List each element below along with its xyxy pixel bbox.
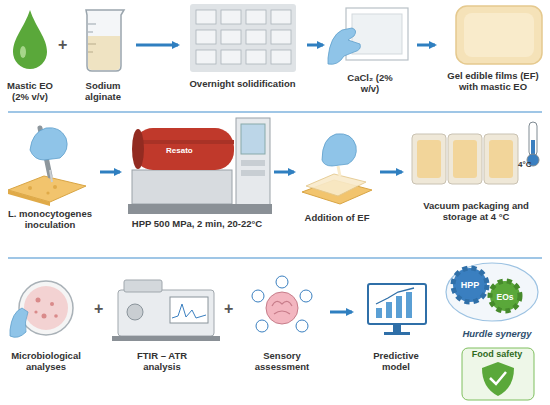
step-caption: Microbiological analyses — [2, 350, 90, 372]
step-node: Gel edible films (EF) with mastic EO — [437, 4, 549, 104]
gloved-tray — [328, 8, 408, 64]
step-node: HPP EOsHurdle synergy — [446, 262, 548, 346]
step-caption: Gel edible films (EF) with mastic EO — [437, 70, 549, 92]
sensory-icon — [252, 276, 312, 332]
step-node: Mastic EO (2% v/v) — [0, 8, 60, 108]
edible-film — [456, 6, 542, 64]
flow-arrow — [307, 44, 323, 47]
step-caption: Addition of EF — [292, 212, 382, 223]
plain-label: 4°C — [518, 160, 531, 169]
step-node: Predictive model — [354, 265, 438, 385]
flow-arrow — [274, 171, 294, 174]
drop-highlight — [20, 46, 26, 58]
plain-label: Resato — [166, 146, 193, 155]
flow-arrow — [100, 171, 120, 174]
pipette-inoculation — [8, 128, 86, 206]
step-caption: L. monocytogenes inoculation — [2, 208, 98, 230]
plain-label: + — [94, 300, 103, 318]
oil-drop — [13, 10, 47, 69]
petri-dish — [10, 281, 73, 337]
step-node: Microbiological analyses — [2, 265, 90, 385]
step-caption: Mastic EO (2% v/v) — [1, 80, 59, 102]
food-safety-icon — [462, 348, 534, 400]
monitor-chart — [368, 284, 426, 335]
ftir-instrument — [112, 280, 220, 341]
flow-arrow — [330, 311, 352, 314]
row-separator — [8, 111, 542, 113]
plain-label: + — [224, 300, 233, 318]
step-node: FTIR – ATR analysis — [106, 265, 218, 385]
step-caption: Vacuum packaging and storage at 4 °C — [420, 200, 532, 222]
flow-arrow — [380, 171, 402, 174]
gears — [446, 263, 538, 321]
step-node: Vacuum packaging and storage at 4 °C — [404, 118, 548, 252]
step-node: Food safety — [446, 346, 548, 402]
step-node: Sodium alginate — [72, 8, 134, 108]
step-caption: Hurdle synergy — [446, 328, 548, 339]
step-node: HPP 500 MPa, 2 min, 20-22°C — [122, 116, 272, 254]
step-node: Sensory assessment — [236, 265, 328, 385]
step-caption: Overnight solidification — [180, 78, 305, 89]
step-caption: Sodium alginate — [73, 80, 133, 102]
flow-arrow — [417, 44, 435, 47]
step-caption: HPP — [461, 280, 480, 291]
step-caption: Sensory assessment — [246, 350, 318, 372]
step-caption: CaCl₂ (2% w/v) — [341, 72, 399, 94]
step-caption: HPP 500 MPa, 2 min, 20-22°C — [122, 218, 272, 229]
step-caption: FTIR – ATR analysis — [126, 350, 198, 372]
step-caption: Food safety — [472, 349, 523, 360]
step-caption: Predictive model — [360, 350, 432, 372]
step-node: Addition of EF — [296, 120, 378, 254]
step-caption: EOs — [496, 292, 513, 303]
vacuum-packs — [412, 134, 518, 184]
step-node: Overnight solidification — [180, 4, 305, 104]
row-separator — [8, 257, 542, 259]
step-node: L. monocytogenes inoculation — [2, 120, 98, 254]
flow-arrow — [136, 44, 178, 47]
step-node: CaCl₂ (2% w/v) — [325, 4, 415, 104]
beaker — [86, 10, 124, 71]
tray-rack — [190, 4, 296, 72]
plain-label: + — [58, 36, 67, 54]
film-addition — [302, 134, 372, 204]
thermometer — [527, 122, 539, 166]
hpp-machine — [128, 118, 272, 214]
